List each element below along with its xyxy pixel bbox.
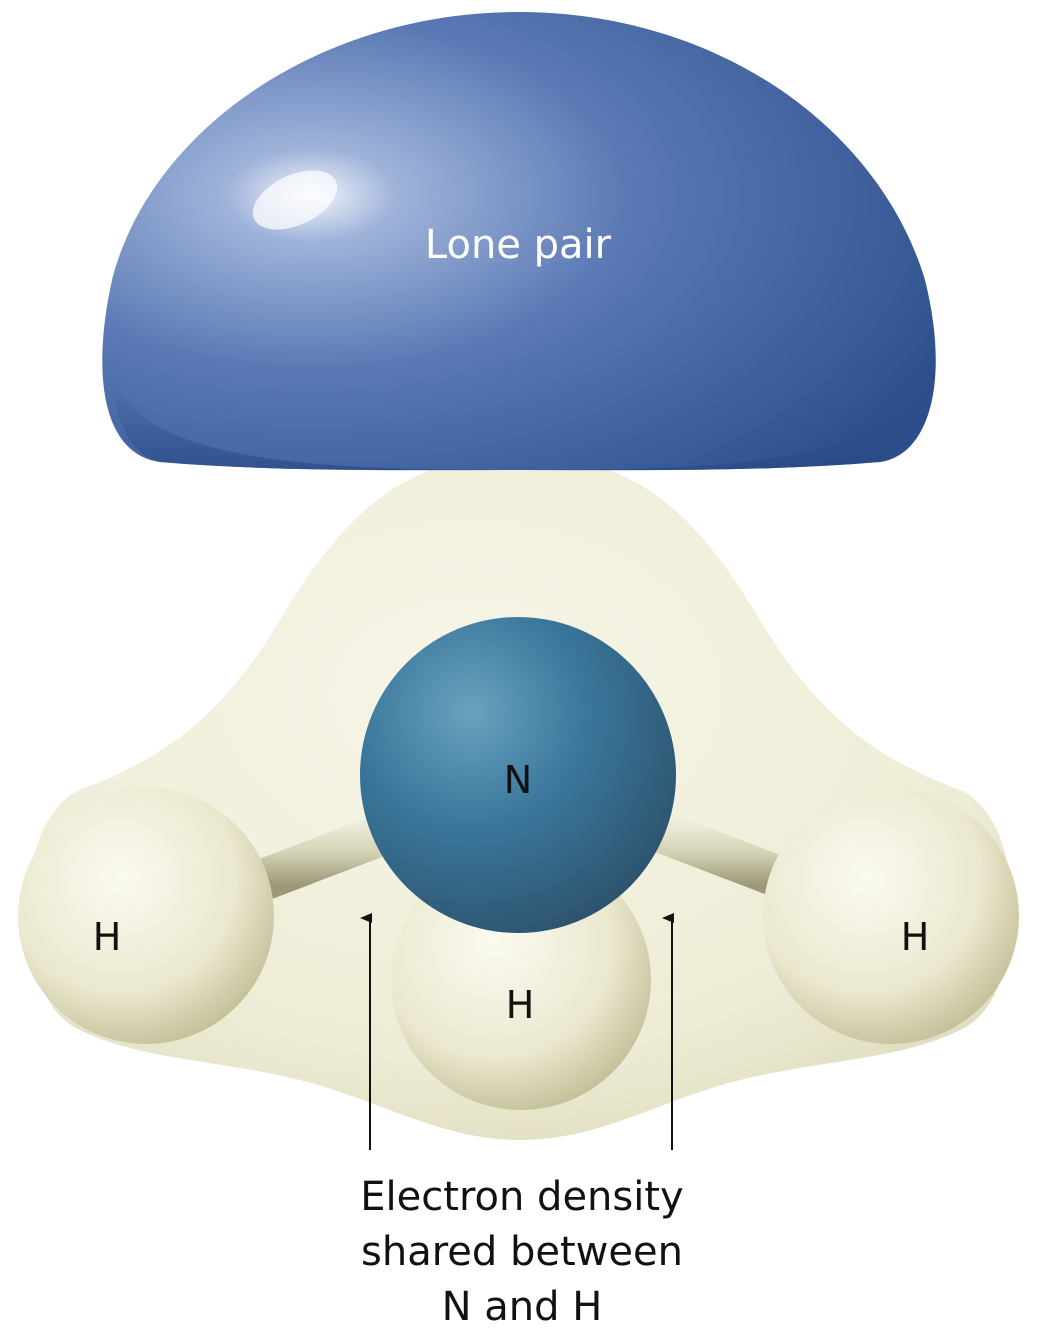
lone-pair-lobe bbox=[102, 12, 936, 471]
nitrogen-atom bbox=[360, 617, 676, 933]
lone-pair-label: Lone pair bbox=[425, 222, 612, 268]
hydrogen-atom-right bbox=[763, 788, 1019, 1044]
hydrogen-label-right: H bbox=[901, 915, 930, 959]
caption-line-1: Electron density bbox=[360, 1174, 683, 1220]
caption-line-3: N and H bbox=[442, 1284, 603, 1330]
hydrogen-label-left: H bbox=[93, 915, 122, 959]
hydrogen-atom-left bbox=[18, 788, 274, 1044]
hydrogen-label-bottom: H bbox=[506, 983, 535, 1027]
caption-line-2: shared between bbox=[361, 1229, 683, 1275]
nitrogen-label: N bbox=[504, 758, 532, 802]
